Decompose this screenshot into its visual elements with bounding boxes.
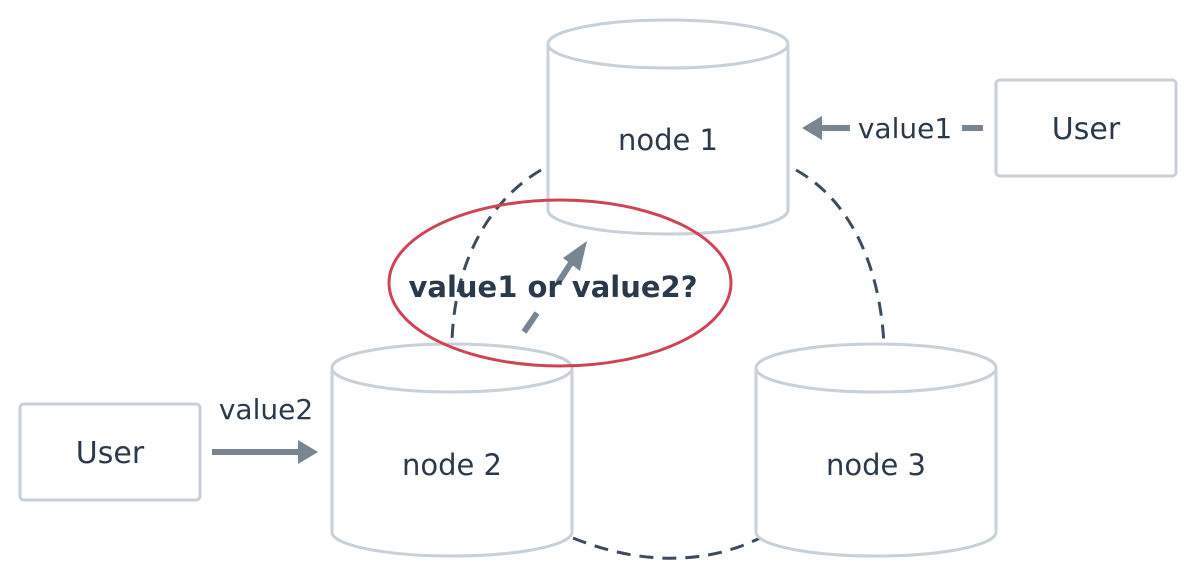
- replication-links: [450, 168, 886, 560]
- value1-label: value1: [858, 112, 952, 145]
- user-right-label: User: [1052, 112, 1121, 147]
- node-2-label: node 2: [402, 448, 502, 482]
- link-node2-node3: [572, 536, 761, 560]
- node-2-cylinder: node 2: [330, 342, 574, 558]
- conflict-highlight: value1 or value2?: [387, 198, 733, 368]
- user-left-label: User: [76, 436, 145, 471]
- node-3-cylinder: node 3: [754, 342, 998, 558]
- user-box-left: User: [18, 402, 202, 502]
- replication-arrow-node2-node1: [521, 241, 587, 334]
- node-1-label: node 1: [618, 123, 718, 157]
- user-box-right: User: [994, 78, 1178, 178]
- node-1-cylinder: node 1: [546, 18, 790, 236]
- value2-arrow: value2: [212, 393, 318, 464]
- link-node1-node3: [795, 168, 886, 346]
- conflict-ellipse: [387, 198, 733, 368]
- node-3-label: node 3: [826, 448, 926, 482]
- value1-arrow: value1: [802, 112, 983, 145]
- link-node1-node2: [450, 168, 542, 341]
- conflict-question: value1 or value2?: [408, 270, 697, 304]
- value2-label: value2: [219, 393, 313, 426]
